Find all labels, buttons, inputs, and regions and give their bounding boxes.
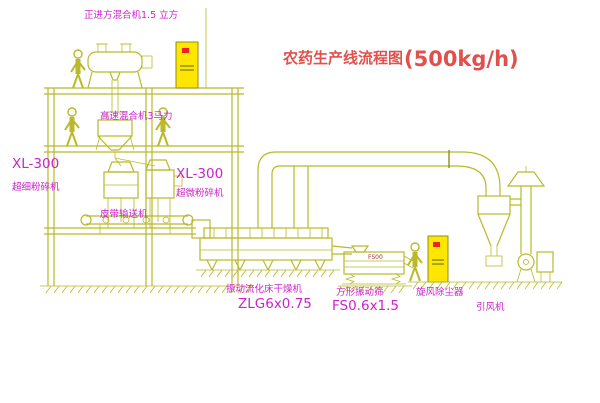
structure-beams (44, 87, 244, 235)
sieve-tag-text: FS00 (368, 254, 383, 261)
conveyor-roller (122, 216, 130, 224)
mill-left (103, 161, 139, 228)
dryer-freeboard-dividers (213, 228, 323, 238)
cyclone-separator (477, 195, 521, 267)
conveyor-roller (142, 216, 150, 224)
duct-horizontal (276, 151, 462, 167)
sieve-spring-right (390, 273, 401, 285)
fan-motor (536, 251, 554, 273)
fan-legs (516, 268, 551, 283)
hsm-legs (95, 135, 135, 151)
label-mill-left-name: 超细粉碎机 (12, 181, 60, 193)
cabinet-2-indicator (433, 242, 440, 247)
ground-sieve-hatch (342, 285, 405, 294)
duct-elbow-2 (455, 151, 501, 189)
hsm-body (97, 119, 133, 137)
ground-right-hatch (412, 281, 563, 290)
fluid-bed-dryer (191, 219, 353, 278)
mill-left-legs (107, 198, 135, 228)
ground-left-hatch (45, 285, 252, 294)
mill-right (145, 159, 183, 228)
rain-cap (506, 171, 546, 187)
control-cabinet-1 (175, 41, 199, 89)
mill-left-hopper (107, 161, 135, 173)
sieve-spring-left (344, 273, 355, 285)
stack-pipe (520, 186, 532, 254)
control-cabinet-2 (427, 235, 449, 283)
label-mill-right-name: 超微粉碎机 (176, 187, 224, 199)
mixer-body (87, 51, 143, 73)
dryer-legs (206, 259, 326, 271)
cyclone-cylinder (477, 195, 511, 215)
ground-dryer-hatch (200, 269, 335, 278)
dryer-inlet (191, 219, 211, 239)
mixer-drop-pipe (111, 80, 119, 112)
dryer-freeboard (203, 227, 329, 239)
mill-right-legs (149, 198, 171, 228)
cabinet-1-louvers (180, 65, 194, 71)
label-sieve-name: 方形振动筛 (336, 286, 384, 298)
dryer-body (199, 237, 333, 261)
conveyor-roller (102, 216, 110, 224)
duct-elbow-1 (257, 151, 281, 175)
exhaust-duct (257, 150, 501, 228)
square-mixer (87, 43, 153, 112)
conveyor-belt (86, 215, 188, 225)
belt-conveyor (80, 214, 194, 234)
worker-figure-4 (408, 243, 422, 281)
label-cyclone: 旋风除尘器 (416, 286, 464, 298)
fan-housing (517, 253, 535, 271)
cyclone-outlet-pipe (510, 198, 521, 206)
cyclone-cone (477, 213, 511, 247)
label-dryer-model: ZLG6x0.75 (238, 296, 312, 312)
label-fan: 引风机 (476, 301, 505, 313)
fan-hub (523, 259, 529, 265)
high-speed-mixer (95, 111, 156, 167)
duct-drop (485, 188, 501, 196)
mill-right-motor (173, 175, 183, 187)
duct-riser-2 (293, 166, 309, 228)
mixer-port-right (121, 43, 131, 53)
cabinet-1-body (175, 41, 199, 89)
diagram-title-capacity: (500kg/h) (404, 47, 519, 71)
label-belt-conveyor: 皮带输送机 (100, 208, 148, 220)
label-dryer-name: 振动流化床干燥机 (226, 283, 303, 295)
mixer-port-left (97, 43, 107, 53)
sieve-decks (344, 260, 404, 268)
duct-riser-1 (257, 170, 273, 228)
cabinet-1-indicator (182, 48, 189, 53)
cyclone-rotary-valve (485, 255, 503, 267)
label-square-mixer: 正进方混合机1.5 立方 (84, 9, 178, 21)
dryer-outlet-chute (331, 245, 353, 255)
label-mill-right-model: XL-300 (176, 166, 223, 182)
label-mill-left-model: XL-300 (12, 156, 59, 172)
diagram-title: 农药生产线流程图 (282, 49, 403, 67)
mixer-legs (87, 71, 143, 89)
label-high-speed-mixer: 高速混合机3马力 (100, 110, 173, 122)
exhaust-stack (506, 166, 546, 254)
mixer-discharge (109, 71, 121, 81)
conveyor-roller (162, 216, 170, 224)
worker-figure-2 (65, 108, 79, 146)
worker-figure-1 (71, 50, 85, 88)
label-sieve-model: FS0.6x1.5 (332, 298, 399, 314)
hsm-cone (97, 135, 133, 151)
mixer-motor (141, 55, 153, 69)
conveyor-pulley-left (80, 214, 92, 226)
mill-right-body (145, 169, 175, 199)
sieve-hopper (350, 245, 370, 253)
vibrating-sieve: FS00 (338, 245, 414, 294)
cyclone-discharge (490, 246, 498, 256)
cabinet-2-louvers (432, 259, 444, 265)
conveyor-legs (99, 224, 171, 234)
induced-draft-fan (516, 251, 554, 283)
